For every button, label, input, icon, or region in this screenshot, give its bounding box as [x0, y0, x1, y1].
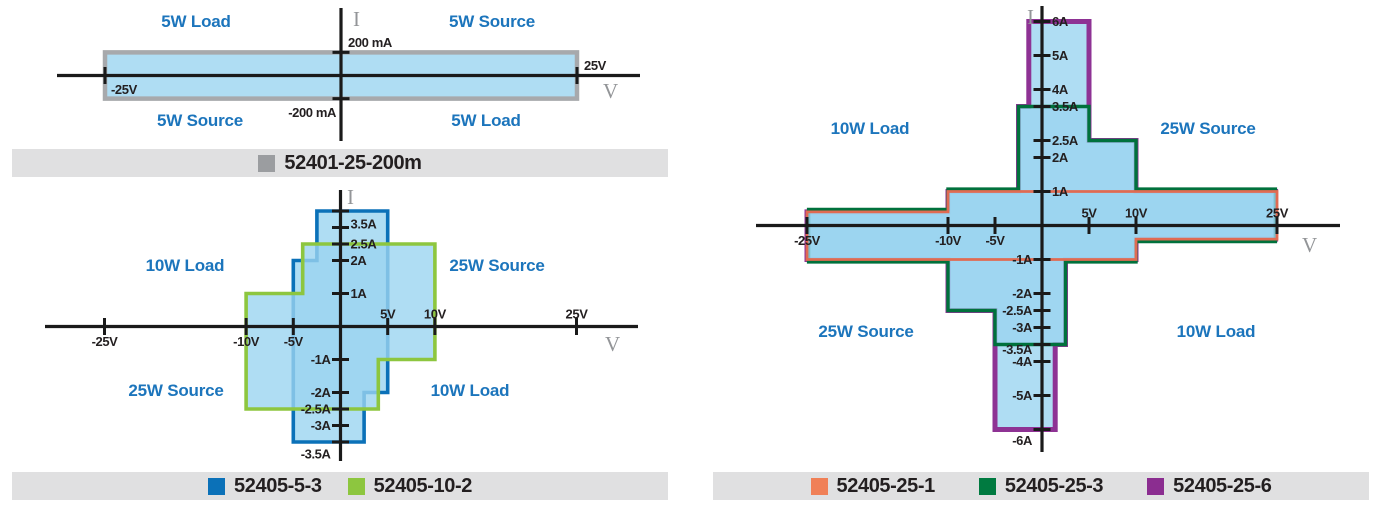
- chart-52401-25-200m: 5W Load 5W Source 5W Source 5W Load 200 mA -2…: [57, 7, 640, 141]
- i-tick-label: -3A: [1012, 320, 1033, 335]
- i-tick-label: -5A: [1012, 388, 1033, 403]
- axis-letter-label: V: [1302, 233, 1317, 257]
- quadrant-label: 10W Load: [1177, 322, 1256, 341]
- v-tick-label: 25V: [566, 307, 589, 322]
- axis-letter-label: I: [347, 185, 354, 209]
- legend-swatch-gray: [258, 154, 276, 172]
- v-tick-label: -5V: [284, 334, 304, 349]
- axis-value-label: -200 mA: [288, 105, 337, 120]
- legend-item: 52401-25-200m: [258, 151, 422, 175]
- v-tick-label: -25V: [92, 334, 119, 349]
- legend-label: 52405-10-2: [373, 474, 473, 497]
- legend-swatch-darkgreen: [978, 477, 996, 495]
- quadrant-label: 5W Load: [161, 12, 230, 31]
- axis-value-label: -25V: [111, 82, 138, 97]
- quadrant-label: 25W Source: [1160, 119, 1255, 138]
- i-tick-label: 1A: [351, 286, 368, 301]
- legend-52405-25-series: 52405-25-1 52405-25-3 52405-25-6: [713, 472, 1369, 500]
- legend-swatch-blue: [208, 477, 226, 495]
- i-tick-label: 3.5A: [1052, 99, 1079, 114]
- v-tick-label: 25V: [1266, 206, 1289, 221]
- v-tick-label: -10V: [233, 334, 260, 349]
- legend-item: 52405-5-3: [208, 475, 322, 498]
- axis-value-label: 25V: [584, 58, 607, 73]
- quadrant-label: 25W Source: [449, 256, 544, 275]
- legend-swatch-orange: [810, 477, 828, 495]
- axis-letter-label: V: [605, 332, 620, 356]
- legend-label: 52405-25-6: [1173, 474, 1272, 497]
- i-tick-label: -2A: [311, 385, 332, 400]
- v-tick-label: 10V: [1125, 206, 1148, 221]
- i-tick-label: 2.5A: [351, 237, 378, 252]
- legend-label: 52405-25-1: [836, 474, 936, 497]
- i-tick-label: 6A: [1052, 14, 1069, 29]
- axis-letter-label: I: [1027, 5, 1034, 29]
- i-tick-label: 2A: [1052, 150, 1069, 165]
- quadrant-label: 10W Load: [146, 256, 225, 275]
- legend-label: 52401-25-200m: [284, 151, 422, 174]
- i-tick-label: -1A: [1012, 252, 1033, 267]
- i-tick-label: 2A: [351, 253, 368, 268]
- legend-item: 52405-25-6: [1147, 474, 1272, 498]
- i-tick-label: -1A: [311, 352, 332, 367]
- i-tick-label: -2.5A: [1002, 303, 1033, 318]
- legend-item: 52405-25-3: [978, 474, 1104, 498]
- legend-52405-5-3-10-2: 52405-5-3 52405-10-2: [12, 472, 668, 500]
- legend-item: 52405-10-2: [347, 474, 473, 498]
- quadrant-label: 5W Load: [451, 111, 520, 130]
- quadrant-label: 10W Load: [831, 119, 910, 138]
- i-tick-label: 4A: [1052, 82, 1069, 97]
- legend-swatch-lightgreen: [347, 477, 365, 495]
- chart-52405-25-series: -25V -10V -5V 5V 10V 25V 6A 5A 4A 3.5A 2.5A 2A 1A -1A…: [756, 5, 1340, 452]
- legend-label: 52405-5-3: [234, 474, 322, 497]
- v-tick-label: 5V: [380, 307, 396, 322]
- i-tick-label: -3.5A: [301, 447, 332, 462]
- legend-label: 52405-25-3: [1004, 474, 1104, 497]
- i-tick-label: 5A: [1052, 48, 1069, 63]
- i-tick-label: -6A: [1012, 433, 1033, 448]
- i-tick-label: 1A: [1052, 184, 1069, 199]
- legend-swatch-purple: [1147, 477, 1165, 495]
- v-tick-label: -10V: [935, 233, 962, 248]
- quadrant-label: 10W Load: [431, 381, 510, 400]
- quadrant-label: 25W Source: [818, 322, 913, 341]
- v-tick-label: -5V: [985, 233, 1005, 248]
- i-tick-label: -4A: [1012, 354, 1033, 369]
- i-tick-label: -3A: [311, 418, 332, 433]
- v-tick-label: 10V: [424, 307, 447, 322]
- v-tick-label: 5V: [1081, 206, 1097, 221]
- quadrant-label: 5W Source: [157, 111, 243, 130]
- i-tick-label: -2A: [1012, 286, 1033, 301]
- i-tick-label: 3.5A: [351, 217, 378, 232]
- axis-letter-label: V: [603, 79, 618, 103]
- legend-52401-25-200m: 52401-25-200m: [12, 149, 668, 177]
- v-tick-label: -25V: [794, 233, 821, 248]
- quadrant-label: 5W Source: [449, 12, 535, 31]
- i-tick-label: -2.5A: [301, 402, 332, 417]
- i-tick-label: 2.5A: [1052, 133, 1079, 148]
- quadrant-label: 25W Source: [128, 381, 223, 400]
- legend-item: 52405-25-1: [810, 474, 936, 498]
- axis-value-label: 200 mA: [348, 35, 393, 50]
- i-tick-label: -3.5A: [1002, 342, 1033, 357]
- axis-letter-label: I: [353, 7, 360, 31]
